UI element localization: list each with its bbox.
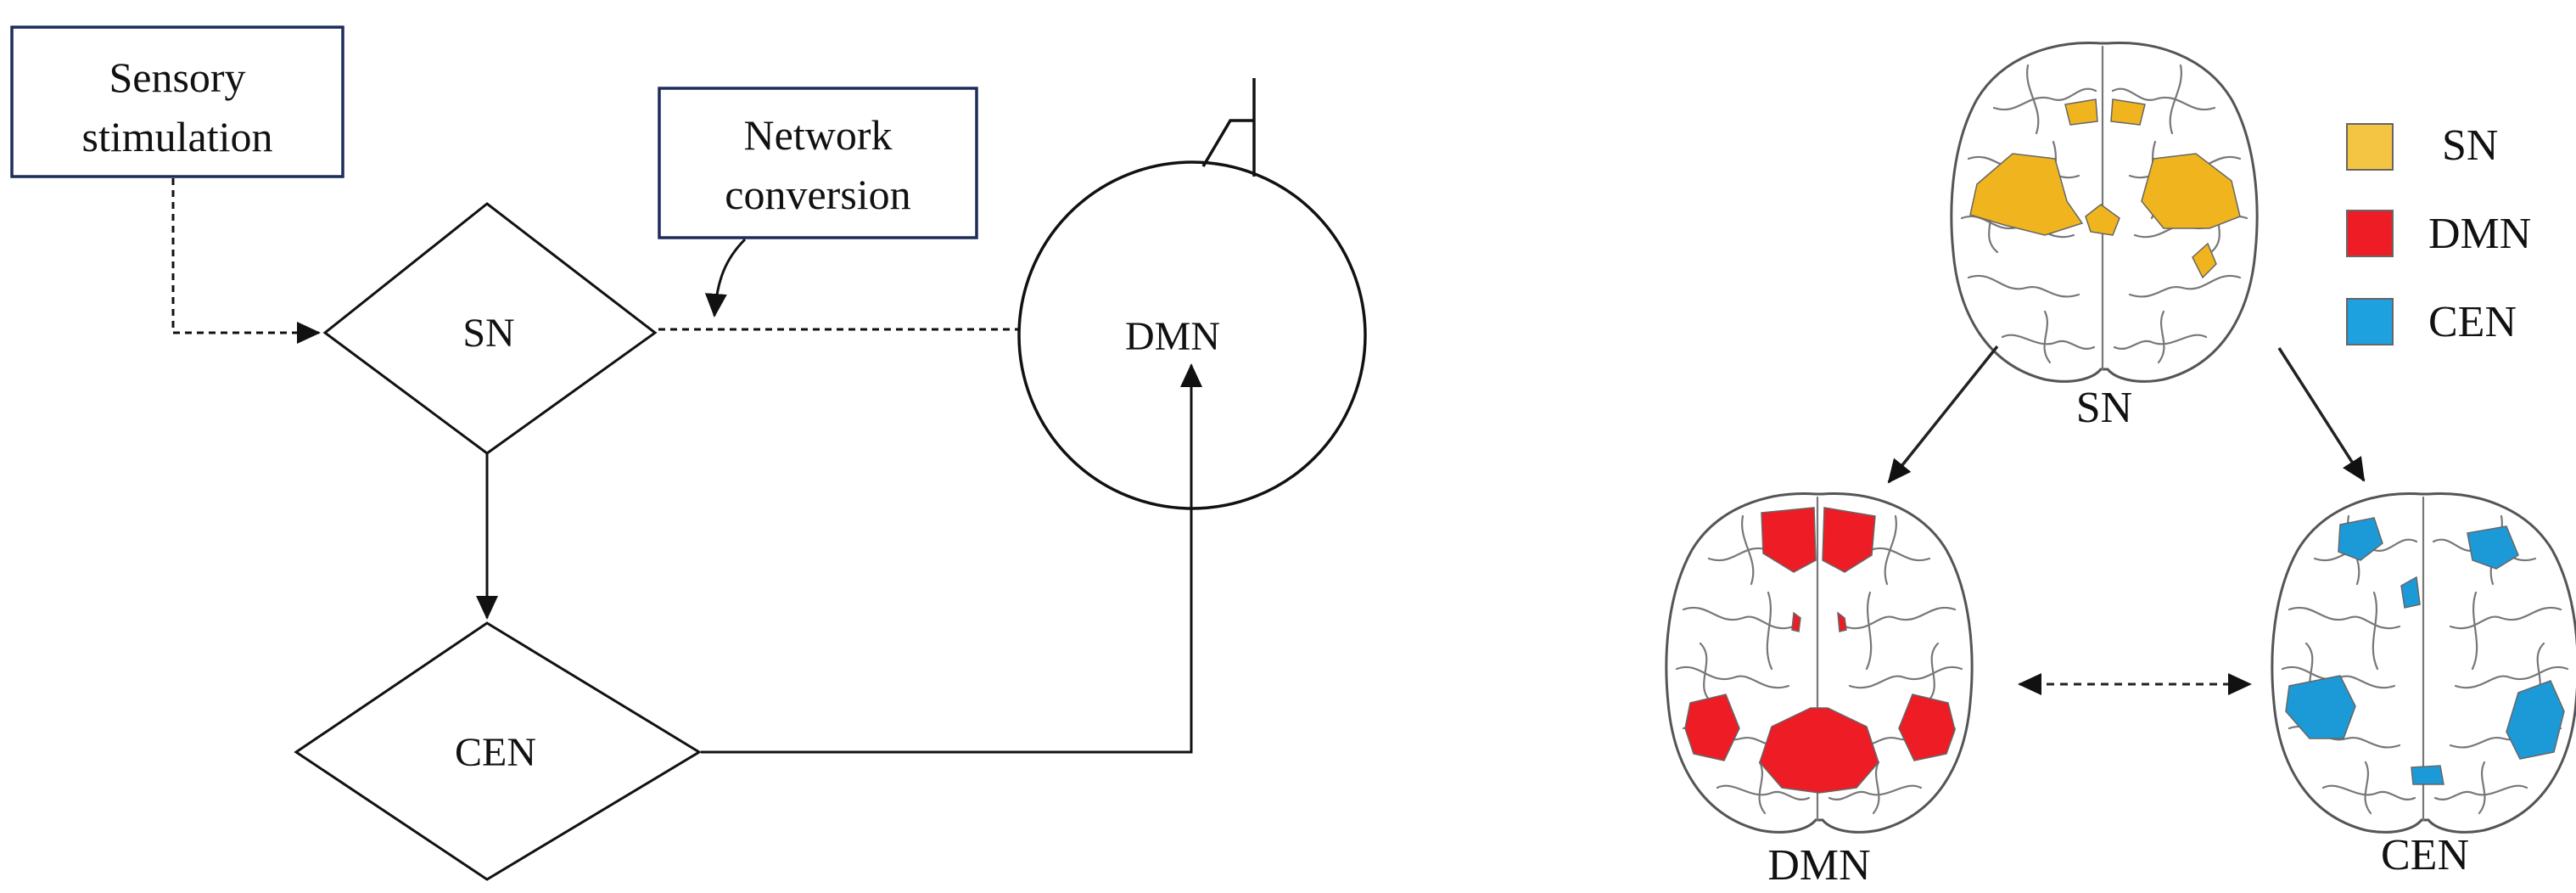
cen-brain-label: CEN xyxy=(2381,831,2469,879)
brain-fold xyxy=(2433,784,2528,800)
brain-fold xyxy=(1884,514,1898,586)
brain-fold xyxy=(2449,607,2562,630)
brain-fold xyxy=(2478,761,2486,815)
conversion-box-line1: Network xyxy=(744,111,893,159)
sn-to-dmn-brain-arrow xyxy=(1887,345,1999,484)
brain-fold xyxy=(1758,761,1767,815)
brain-fold xyxy=(2454,666,2569,689)
brain-fold xyxy=(2157,310,2165,364)
dmn-flag-mark xyxy=(1201,78,1256,177)
cen-diamond: CEN xyxy=(294,621,702,881)
brain-fold xyxy=(1843,607,1957,630)
sensory-to-sn-arrow xyxy=(171,178,321,344)
brain-fold xyxy=(1967,275,2080,298)
conversion-box-line2: conversion xyxy=(725,171,910,218)
brain-fold xyxy=(2471,591,2478,671)
legend-label-sn: SN xyxy=(2442,121,2498,170)
brain-fold xyxy=(1740,514,1755,586)
legend: SN DMN CEN xyxy=(2346,121,2531,346)
cen-brain: CEN xyxy=(2271,492,2576,879)
legend-item-sn: SN xyxy=(2346,121,2498,171)
sn-diamond: SN xyxy=(322,202,658,455)
brain-fold xyxy=(2288,607,2401,630)
dmn-brain-label: DMN xyxy=(1767,841,1870,889)
cen-to-dmn-arrow xyxy=(701,363,1202,754)
brain-silhouette xyxy=(1665,492,1974,834)
brain-fold xyxy=(1992,87,2097,110)
dmn-regions xyxy=(1684,507,1956,794)
dmn-node-label: DMN xyxy=(1125,314,1220,359)
sensory-stimulation-box: Sensory stimulation xyxy=(10,25,344,178)
brain-fold xyxy=(1716,784,1811,800)
brain-fold xyxy=(1675,666,1790,689)
brain-fold xyxy=(2025,64,2040,135)
dmn-brain-outline xyxy=(1665,492,1974,834)
cen-regions xyxy=(2285,517,2565,785)
brain-fold xyxy=(2321,784,2416,800)
sensory-box-line1: Sensory xyxy=(109,53,245,101)
brain-fold xyxy=(1828,784,1923,800)
sn-brain: SN xyxy=(1950,42,2259,432)
brain-fold xyxy=(2128,275,2242,298)
brain-fold xyxy=(1682,607,1795,630)
sn-node-label: SN xyxy=(462,311,514,356)
network-conversion-box: Network conversion xyxy=(658,87,978,239)
legend-item-cen: CEN xyxy=(2346,298,2517,346)
sn-regions xyxy=(1969,98,2241,279)
brain-panel: SN DMN CEN SN xyxy=(1665,42,2576,890)
flowchart: Sensory stimulation Network conversion S… xyxy=(10,25,1367,881)
brain-fold xyxy=(1872,761,1880,815)
brain-fold xyxy=(1699,642,1714,705)
brain-fold xyxy=(1848,666,1963,689)
brain-fold xyxy=(1865,591,1873,671)
dmn-brain: DMN xyxy=(1665,492,1974,890)
brain-fold xyxy=(2043,310,2052,364)
dmn-circle: DMN xyxy=(1017,78,1367,510)
cen-brain-outline xyxy=(2271,492,2576,834)
legend-label-cen: CEN xyxy=(2428,298,2517,346)
sensory-box-line2: stimulation xyxy=(82,113,273,160)
cen-node-label: CEN xyxy=(455,730,536,775)
brain-fold xyxy=(1924,642,1940,705)
sn-brain-label: SN xyxy=(2076,384,2132,432)
brain-fold xyxy=(2001,334,2096,350)
brain-fold xyxy=(2364,761,2372,815)
brain-fold xyxy=(2372,591,2379,671)
brain-fold xyxy=(1766,591,1773,671)
brain-fold xyxy=(2169,64,2183,135)
legend-item-dmn: DMN xyxy=(2346,210,2531,258)
brain-fold xyxy=(2111,87,2216,110)
conversion-pointer-arrow xyxy=(704,238,747,317)
legend-label-dmn: DMN xyxy=(2428,210,2531,258)
brain-fold xyxy=(2113,334,2208,350)
sn-to-cen-brain-arrow xyxy=(2277,347,2366,482)
